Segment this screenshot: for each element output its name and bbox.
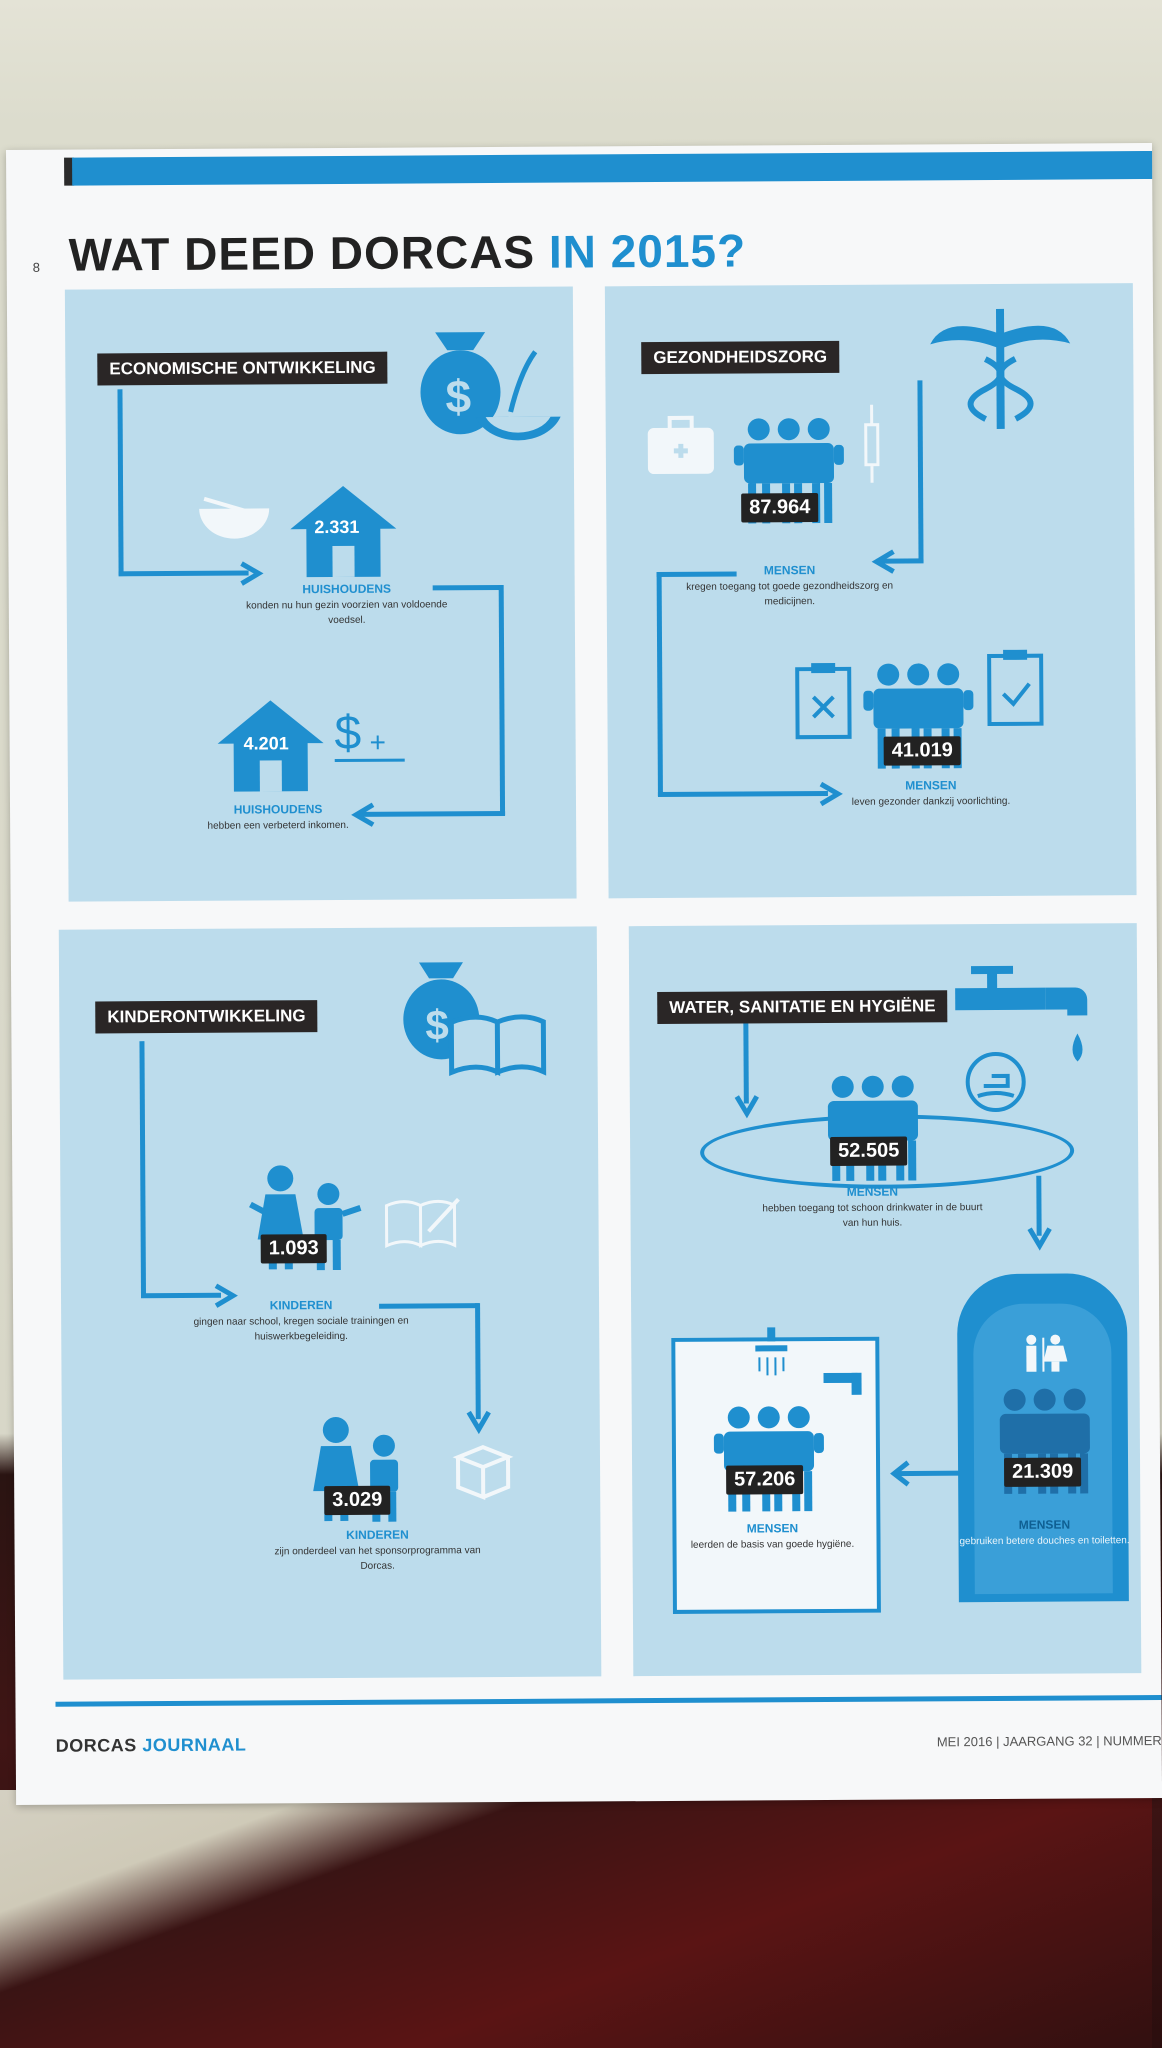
stat-unit: MENSEN — [1018, 1517, 1071, 1532]
people-group-icon — [713, 1406, 824, 1512]
arrow-right-icon — [240, 561, 264, 586]
stat-description: zijn onderdeel van het sponsorprogramma … — [274, 1545, 481, 1572]
flow-line — [432, 584, 503, 591]
stat-description: konden nu hun gezin voorzien van voldoen… — [246, 599, 448, 627]
money-bag-icon: $ — [420, 332, 561, 441]
brand-dark: DORCAS — [55, 1735, 137, 1756]
footer-rule — [55, 1694, 1162, 1707]
flow-line — [118, 570, 249, 577]
flow-line — [657, 790, 828, 798]
footer-brand: DORCAS JOURNAAL — [56, 1735, 247, 1757]
people-group-icon — [827, 1075, 919, 1181]
stat-value: 1.093 — [260, 1234, 327, 1264]
shower-icon — [755, 1327, 788, 1376]
stat-description: leven gezonder dankzij voorlichting. — [851, 795, 1011, 808]
stat-value: 21.309 — [1004, 1457, 1082, 1487]
tap-icon — [955, 965, 1088, 1062]
panel-water: WATER, SANITATIE EN HYGIËNE 52.505 MENSE… — [628, 923, 1142, 1677]
arrow-right-icon — [819, 781, 843, 807]
stat-value: 57.206 — [726, 1465, 804, 1495]
page-number: 8 — [32, 259, 40, 275]
dollar-plus-icon: $+ — [334, 707, 405, 763]
restroom-icon — [1026, 1334, 1068, 1372]
box-icon — [452, 1444, 514, 1501]
panel-children: KINDERONTWIKKELING $ 1.093 KINDEREN ging… — [58, 926, 602, 1680]
stat-description: hebben toegang tot schoon drinkwater in … — [762, 1202, 983, 1229]
svg-text:+: + — [370, 727, 387, 758]
headline-dark: WAT DEED DORCAS — [68, 225, 536, 281]
small-tap-icon — [823, 1372, 862, 1395]
label-children: KINDERONTWIKKELING — [95, 1000, 318, 1034]
flow-line — [656, 571, 737, 578]
stat-description: gingen naar school, kregen sociale train… — [193, 1315, 409, 1343]
panel-health: GEZONDHEIDSZORG 87.964 MENSEN kregen toe… — [604, 283, 1137, 899]
water-drink-icon — [965, 1051, 1026, 1112]
svg-text:$: $ — [334, 707, 361, 760]
stat-description: gebruiken betere douches en toiletten. — [959, 1535, 1130, 1548]
stat-unit: HUISHOUDENS — [302, 581, 392, 597]
label-economic: ECONOMISCHE ONTWIKKELING — [97, 351, 388, 386]
flow-line — [139, 1041, 147, 1298]
book-pencil-icon — [384, 1197, 460, 1249]
house-icon — [217, 700, 324, 792]
stat-unit: HUISHOUDENS — [233, 802, 323, 817]
arrow-left-icon — [351, 802, 375, 827]
arrow-left-icon — [871, 549, 895, 574]
arrow-down-icon — [466, 1410, 491, 1435]
arrow-down-icon — [1027, 1227, 1052, 1251]
headline: WAT DEED DORCAS IN 2015? — [68, 223, 746, 281]
flow-line — [140, 1292, 222, 1299]
flow-line — [498, 584, 506, 815]
svg-text:$: $ — [445, 370, 471, 422]
stat-value: 4.201 — [243, 733, 289, 754]
stat-unit: MENSEN — [846, 1184, 899, 1199]
clipboard-check-icon — [987, 649, 1044, 727]
label-water: WATER, SANITATIE EN HYGIËNE — [657, 990, 948, 1025]
header-bar — [72, 150, 1153, 186]
headline-blue: IN 2015? — [548, 224, 747, 278]
flow-line — [656, 572, 663, 797]
money-bag-book-icon: $ — [403, 962, 547, 1077]
flow-line — [917, 380, 924, 563]
flow-line — [379, 1303, 480, 1309]
stat-description: hebben een verbeterd inkomen. — [207, 819, 349, 832]
stat-unit: KINDEREN — [346, 1527, 409, 1542]
stat-value: 2.331 — [314, 516, 360, 538]
label-health: GEZONDHEIDSZORG — [641, 340, 840, 375]
flow-line — [117, 389, 124, 576]
house-icon — [290, 485, 397, 578]
stat-value: 41.019 — [883, 736, 961, 766]
stat-description: leerden de basis van goede hygiëne. — [690, 1538, 855, 1551]
desk-background — [0, 1790, 1152, 2048]
stat-value: 87.964 — [741, 493, 819, 523]
arrow-down-icon — [734, 1095, 759, 1119]
stat-value: 52.505 — [830, 1136, 908, 1166]
panel-economic: ECONOMISCHE ONTWIKKELING $ 2.331 HUISHOU… — [64, 286, 577, 902]
stat-unit: MENSEN — [746, 1521, 799, 1536]
magazine-page: 8 WAT DEED DORCAS IN 2015? ECONOMISCHE O… — [6, 142, 1162, 1805]
medical-kit-icon — [647, 415, 714, 475]
bowl-icon — [199, 496, 270, 539]
footer-issue: MEI 2016 | JAARGANG 32 | NUMMER — [936, 1732, 1162, 1750]
arrow-right-icon — [214, 1283, 238, 1308]
flow-line — [475, 1303, 481, 1420]
syringe-icon — [864, 404, 880, 483]
stat-description: kregen toegang tot goede gezondheidszorg… — [686, 580, 894, 608]
svg-text:$: $ — [425, 1001, 449, 1048]
clipboard-x-icon — [795, 662, 852, 740]
arrow-left-icon — [890, 1460, 963, 1487]
brand-blue: JOURNAAL — [142, 1734, 247, 1756]
caduceus-icon — [930, 308, 1071, 429]
stat-value: 3.029 — [324, 1485, 391, 1516]
stat-unit: MENSEN — [905, 778, 957, 793]
